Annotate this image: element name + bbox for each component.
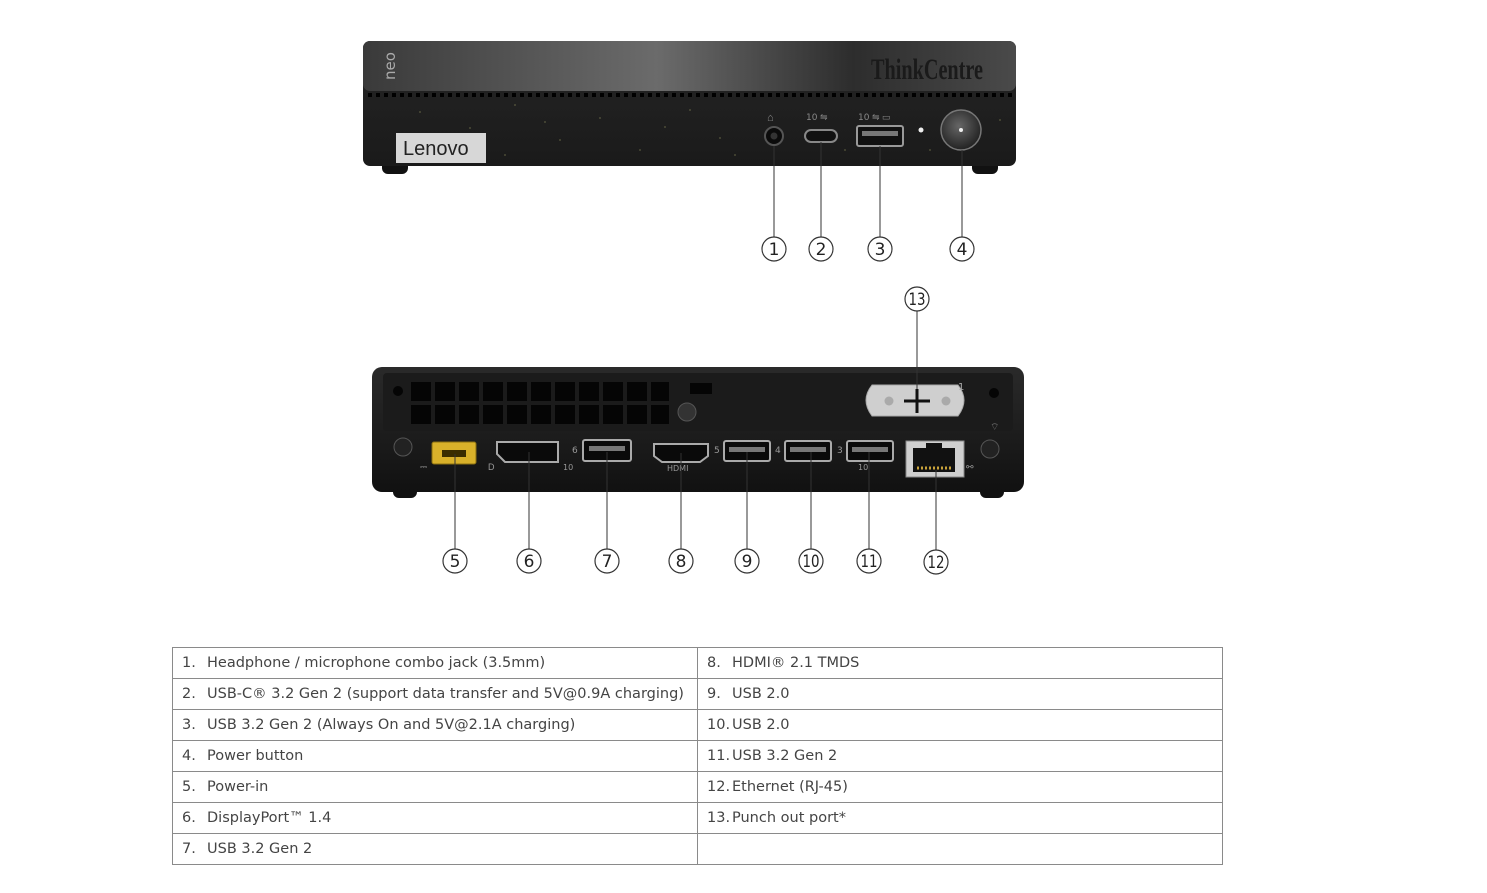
hdmi-text-mark: HDMI [667, 464, 688, 473]
callout-label-9: 9 [742, 552, 753, 572]
rear-side-button-left [393, 437, 413, 457]
callouts [442, 236, 975, 575]
kensington-slot [690, 383, 712, 394]
power-in-icon: ⎓ [420, 462, 427, 472]
table-row: 2.USB-C® 3.2 Gen 2 (support data transfe… [172, 678, 1223, 710]
lenovo-badge [396, 133, 486, 163]
usb-a-symbol-icon: ⇋ ▭ [872, 112, 891, 122]
callout-2 [808, 236, 834, 262]
thinkcentre-logo: ThinkCentre [871, 53, 983, 86]
callout-12 [923, 549, 949, 575]
legend-cell: 3.USB 3.2 Gen 2 (Always On and 5V@2.1A c… [172, 709, 698, 741]
front-view: neo ThinkCentre Lenovo ⌂ 10 ⇋ 10 ⇋ ▭ [363, 41, 1016, 174]
displayport-icon: D [488, 462, 495, 472]
lenovo-badge-text: Lenovo [403, 138, 469, 160]
usb-7-speed-mark: 10 [563, 463, 573, 472]
legend-cell: 2.USB-C® 3.2 Gen 2 (support data transfe… [172, 678, 698, 710]
table-row: 3.USB 3.2 Gen 2 (Always On and 5V@2.1A c… [172, 709, 1223, 741]
rear-screw [677, 402, 697, 422]
callout-4 [949, 236, 975, 262]
callout-label-8: 8 [676, 552, 687, 572]
headset-icon: ⌂ [767, 112, 774, 124]
front-usb-a-port: 10 ⇋ ▭ [856, 112, 904, 147]
callout-label-7: 7 [602, 552, 613, 572]
wifi-antenna-icon: ⌔ [990, 422, 999, 433]
callout-label-11: 11 [861, 552, 878, 572]
callout-6 [516, 548, 542, 574]
legend-cell: 4.Power button [172, 740, 698, 772]
front-leader-lines [773, 142, 963, 237]
power-in-port: ⎓ [420, 441, 477, 472]
usb-11-speed-mark: 10 [858, 463, 868, 472]
callout-9 [734, 548, 760, 574]
usb-c-symbol-icon: ⇋ [820, 112, 828, 122]
table-row: 6.DisplayPort™ 1.4 13.Punch out port* [172, 802, 1223, 834]
usb-10-number: 4 [775, 446, 781, 456]
rear-leader-lines [454, 311, 937, 550]
callout-5 [442, 548, 468, 574]
punch-out-cross-marker [904, 389, 930, 413]
callout-label-6: 6 [524, 552, 535, 572]
callout-label-13: 13 [909, 290, 926, 310]
legend-cell: 9.USB 2.0 [697, 678, 1223, 710]
model-label: neo [381, 52, 399, 80]
legend-cell: 11.USB 3.2 Gen 2 [697, 740, 1223, 772]
callout-label-5: 5 [450, 552, 461, 572]
callout-1 [761, 236, 787, 262]
power-led [918, 127, 924, 133]
callout-label-3: 3 [875, 240, 886, 260]
legend-cell: 6.DisplayPort™ 1.4 [172, 802, 698, 834]
displayport-port: D [488, 441, 559, 472]
front-speckle-texture [419, 104, 1001, 156]
callout-label-4: 4 [957, 240, 968, 260]
usb-a-speed-mark: 10 [858, 113, 870, 123]
usb-7-number: 6 [572, 446, 578, 456]
rear-vent-grid [411, 382, 669, 424]
rear-view: 1 ⌔ ⎓ D 6 10 HDMI [372, 367, 1024, 498]
callout-7 [594, 548, 620, 574]
legend-cell-empty [697, 833, 1223, 865]
legend-cell: 8.HDMI® 2.1 TMDS [697, 647, 1223, 679]
rear-usb-port-11: 3 10 [837, 440, 894, 472]
usb-11-number: 3 [837, 446, 843, 456]
rear-side-button-right [980, 439, 1000, 459]
front-top-band [363, 41, 1016, 91]
port-legend-table: 1.Headphone / microphone combo jack (3.5… [172, 647, 1223, 865]
punch-out-port: 1 [865, 382, 965, 417]
power-button [940, 109, 982, 151]
table-row: 1.Headphone / microphone combo jack (3.5… [172, 647, 1223, 679]
callout-label-10: 10 [803, 552, 820, 572]
rear-usb-port-10: 4 [775, 440, 832, 462]
legend-cell: 1.Headphone / microphone combo jack (3.5… [172, 647, 698, 679]
headphone-jack: ⌂ [764, 112, 784, 146]
callout-label-2: 2 [816, 240, 827, 260]
network-icon: ⚯ [966, 462, 974, 472]
legend-cell: 13.Punch out port* [697, 802, 1223, 834]
callout-8 [668, 548, 694, 574]
rear-hole-left [393, 386, 403, 396]
callout-10 [798, 548, 824, 574]
ethernet-port: ⚯ [905, 440, 974, 478]
callout-11 [856, 548, 882, 574]
callout-13 [904, 286, 930, 312]
table-row: 4.Power button 11.USB 3.2 Gen 2 [172, 740, 1223, 772]
legend-cell: 5.Power-in [172, 771, 698, 803]
usb-9-number: 5 [714, 446, 720, 456]
device-diagram: neo ThinkCentre Lenovo ⌂ 10 ⇋ 10 ⇋ ▭ [363, 41, 1024, 575]
callout-3 [867, 236, 893, 262]
callout-label-12: 12 [928, 553, 945, 573]
punch-out-slot-number: 1 [958, 382, 964, 393]
callout-labels: 1 2 3 4 13 5 6 7 8 9 10 11 12 [450, 240, 968, 573]
legend-cell: 10.USB 2.0 [697, 709, 1223, 741]
callout-label-1: 1 [769, 240, 780, 260]
table-row: 7.USB 3.2 Gen 2 [172, 833, 1223, 865]
legend-cell: 12.Ethernet (RJ-45) [697, 771, 1223, 803]
table-row: 5.Power-in 12.Ethernet (RJ-45) [172, 771, 1223, 803]
legend-cell: 7.USB 3.2 Gen 2 [172, 833, 698, 865]
rear-hole-right [989, 388, 999, 398]
usb-c-speed-mark: 10 [806, 113, 818, 123]
